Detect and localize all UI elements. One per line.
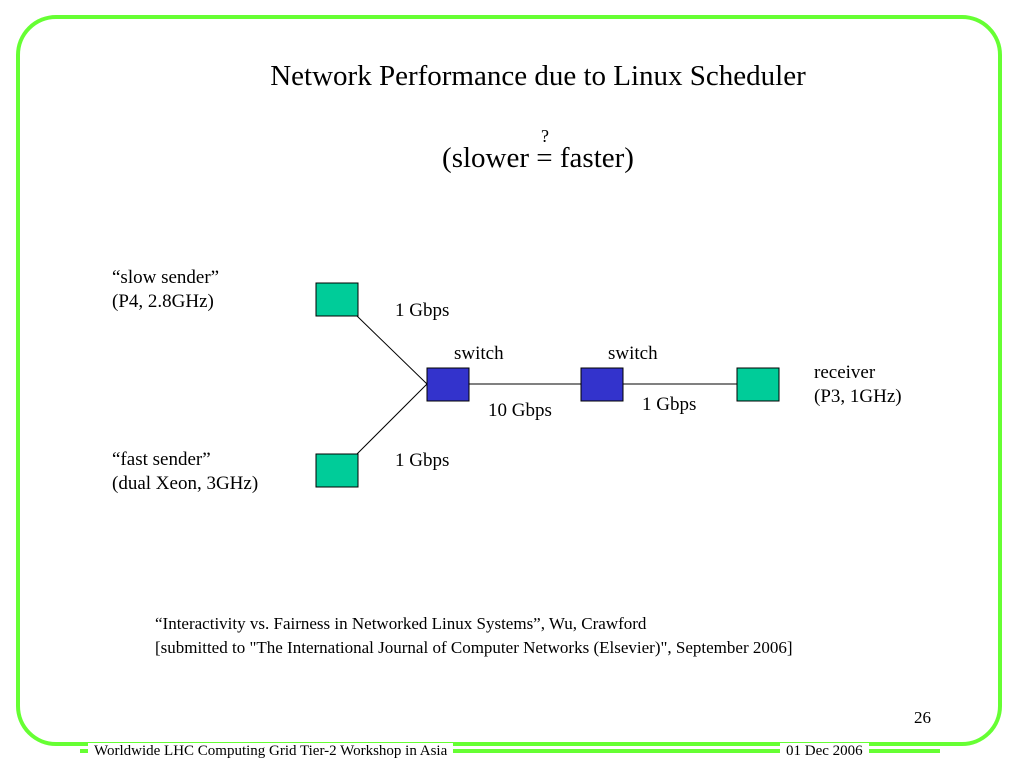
footer-date: 01 Dec 2006 (780, 743, 869, 760)
reference-title: “Interactivity vs. Fairness in Networked… (155, 614, 647, 633)
receiver-label: receiver (P3, 1GHz) (814, 361, 902, 409)
subtitle-operator: = (536, 142, 553, 174)
link-slow-sender (356, 315, 428, 385)
receiver-node (736, 367, 780, 402)
link-fast-sender (356, 383, 428, 455)
switch-1-label: switch (454, 343, 504, 364)
slide-subtitle: (slower = faster) (0, 142, 1024, 175)
switch-2-label: switch (608, 343, 658, 364)
slow-sender-name: “slow sender” (112, 267, 220, 288)
subtitle-left: (slower (442, 142, 537, 174)
footer-rule (80, 749, 940, 753)
link-switches-label: 10 Gbps (488, 400, 552, 421)
fast-sender-label: “fast sender” (dual Xeon, 3GHz) (112, 448, 258, 496)
slow-sender-node (315, 282, 359, 317)
reference-venue: [submitted to "The International Journal… (155, 638, 793, 657)
receiver-spec: (P3, 1GHz) (814, 386, 902, 407)
link-slow-label: 1 Gbps (395, 300, 450, 321)
subtitle-right: faster) (552, 142, 634, 174)
link-receiver-label: 1 Gbps (642, 394, 697, 415)
fast-sender-spec: (dual Xeon, 3GHz) (112, 473, 259, 494)
fast-sender-node (315, 453, 359, 488)
link-fast-label: 1 Gbps (395, 450, 450, 471)
receiver-name: receiver (814, 362, 876, 383)
slide-title: Network Performance due to Linux Schedul… (270, 60, 806, 92)
page-number: 26 (914, 708, 931, 727)
footer-event: Worldwide LHC Computing Grid Tier-2 Work… (88, 743, 454, 760)
reference-citation: “Interactivity vs. Fairness in Networked… (155, 612, 793, 660)
switch-1-node (426, 367, 470, 402)
question-mark: ? (541, 126, 549, 146)
slide-frame (16, 15, 1002, 746)
fast-sender-name: “fast sender” (112, 449, 211, 470)
switch-2-node (580, 367, 624, 402)
slow-sender-spec: (P4, 2.8GHz) (112, 291, 214, 312)
slow-sender-label: “slow sender” (P4, 2.8GHz) (112, 266, 219, 314)
